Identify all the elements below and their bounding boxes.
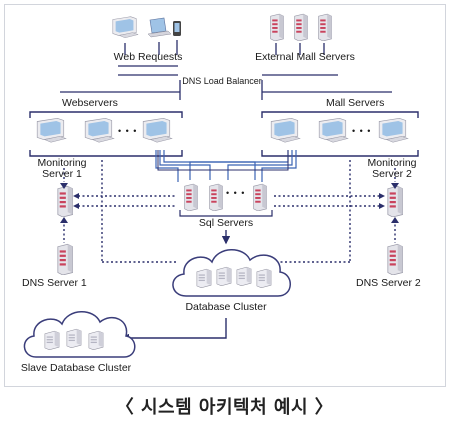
- server-tower-icon: [387, 243, 403, 275]
- dotted-arrowheads: [60, 183, 399, 223]
- server-tower-icon: [318, 13, 332, 41]
- sql-bus-lines: [155, 150, 297, 182]
- external-mall-lines: [262, 43, 338, 76]
- db-to-slave-arrow: [120, 318, 227, 343]
- slave-database-cloud: [23, 311, 136, 358]
- monitor-icon: [142, 117, 173, 143]
- database-icon: [196, 268, 212, 288]
- monitor-icon: [318, 117, 349, 143]
- database-icon: [44, 330, 60, 350]
- external-mall-servers-icons: [270, 13, 332, 41]
- mall-servers-label: Mall Servers: [326, 97, 385, 109]
- laptop-icon: [147, 17, 172, 38]
- external-mall-servers-label: External Mall Servers: [255, 51, 355, 63]
- web-requests-label: Web Requests: [113, 51, 183, 63]
- dns-server-2-label: DNS Server 2: [356, 277, 421, 289]
- server-tower-icon: [57, 243, 73, 275]
- database-icon: [236, 266, 252, 286]
- monitor-icon: [270, 117, 301, 143]
- dns-server-1-label: DNS Server 1: [22, 277, 87, 289]
- server-tower-icon: [209, 183, 223, 211]
- mall-servers-group: [261, 111, 419, 157]
- phone-icon: [173, 21, 181, 36]
- webservers-label: Webservers: [62, 97, 118, 109]
- figure-caption: 〈 시스템 아키텍처 예시 〉: [115, 397, 334, 418]
- server-tower-icon: [270, 13, 284, 41]
- database-cluster-cloud: [172, 249, 291, 297]
- webservers-ellipsis: • • •: [118, 126, 138, 136]
- server-tower-icon: [253, 183, 267, 211]
- dns-load-balancer-label: DNS Load Balancer: [182, 76, 262, 86]
- database-icon: [216, 266, 232, 286]
- monitor-icon: [378, 117, 409, 143]
- server-tower-icon: [184, 183, 198, 211]
- monitor-icon: [36, 117, 67, 143]
- monitoring-server-2-label: Monitoring Server 2: [367, 157, 417, 181]
- database-icon: [66, 328, 82, 348]
- server-tower-icon: [294, 13, 308, 41]
- load-balancer-lines: [60, 80, 392, 100]
- database-icon: [256, 268, 272, 288]
- monitor-icon: [112, 16, 139, 39]
- mall-servers-ellipsis: • • •: [352, 126, 372, 136]
- database-cluster-label: Database Cluster: [185, 301, 267, 313]
- webservers-group: [29, 111, 183, 157]
- web-request-lines: [118, 40, 178, 76]
- server-tower-icon: [387, 185, 403, 217]
- cloud-icon: [172, 249, 291, 297]
- sql-servers-ellipsis: • • •: [226, 188, 246, 198]
- slave-database-cluster-label: Slave Database Cluster: [20, 362, 132, 374]
- sql-servers-icons: [179, 183, 273, 217]
- monitoring-server-1-label: Monitoring Server 1: [37, 157, 87, 181]
- monitor-icon: [84, 117, 115, 143]
- monitoring-dotted-lines: [63, 160, 396, 263]
- database-icon: [88, 330, 104, 350]
- server-tower-icon: [57, 185, 73, 217]
- sql-servers-label: Sql Servers: [198, 217, 254, 229]
- web-requests-icons: [112, 16, 181, 39]
